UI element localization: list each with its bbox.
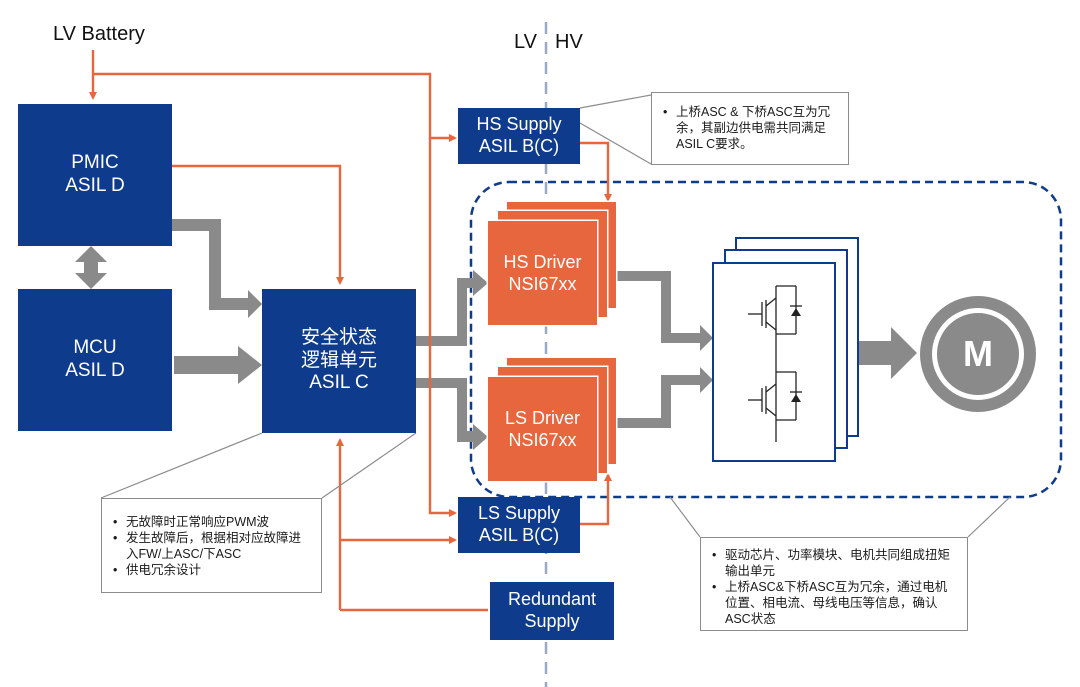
torque-unit-boundary xyxy=(469,180,1063,499)
torque-note-item: 驱动芯片、功率模块、电机共同组成扭矩输出单元 xyxy=(709,547,959,579)
torque-note-item: 上桥ASC&下桥ASC互为冗余，通过电机位置、相电流、母线电压等信息，确认ASC… xyxy=(709,579,959,627)
safe-state-logic-block: 安全状态 逻辑单元 ASIL C xyxy=(262,289,416,433)
safe-state-line1: 安全状态 xyxy=(300,326,377,348)
mcu-asil: ASIL D xyxy=(65,360,125,381)
ls-supply-block: LS Supply ASIL B(C) xyxy=(458,497,580,553)
supply-redundancy-note: 上桥ASC & 下桥ASC互为冗余，其副边供电需共同满足ASIL C要求。 xyxy=(651,92,849,165)
logic-unit-note: 无故障时正常响应PWM波 发生故障后，根据相对应故障进入FW/上ASC/下ASC… xyxy=(101,498,322,593)
logic-note-item: 无故障时正常响应PWM波 xyxy=(110,514,313,530)
ls-driver-block: LS Driver NSI67xx xyxy=(488,377,597,481)
pmic-title: PMIC xyxy=(71,152,119,174)
igbt-half-bridge-icon xyxy=(748,285,802,442)
redundant-supply-block: Redundant Supply xyxy=(490,582,614,640)
ls-driver-part: NSI67xx xyxy=(508,430,577,450)
motor-icon: M xyxy=(920,296,1036,412)
hv-label: HV xyxy=(555,31,583,53)
pmic-asil: ASIL D xyxy=(65,175,125,196)
redundant-supply-line1: Redundant xyxy=(507,589,597,610)
hs-driver-block: HS Driver NSI67xx xyxy=(488,221,597,325)
safe-state-line2: 逻辑单元 xyxy=(300,349,377,371)
hs-supply-asil: ASIL B(C) xyxy=(478,136,560,156)
motor-label: M xyxy=(932,308,1024,400)
ls-driver-title: LS Driver xyxy=(504,407,580,428)
pmic-block: PMIC ASIL D xyxy=(18,104,172,246)
lv-label: LV xyxy=(514,31,537,53)
safe-state-asil: ASIL C xyxy=(309,372,369,394)
ls-supply-title: LS Supply xyxy=(477,503,561,524)
hs-supply-block: HS Supply ASIL B(C) xyxy=(458,108,580,164)
supply-note-item: 上桥ASC & 下桥ASC互为冗余，其副边供电需共同满足ASIL C要求。 xyxy=(660,104,840,152)
torque-unit-note: 驱动芯片、功率模块、电机共同组成扭矩输出单元 上桥ASC&下桥ASC互为冗余，通… xyxy=(700,537,968,631)
mcu-block: MCU ASIL D xyxy=(18,289,172,431)
logic-note-item: 发生故障后，根据相对应故障进入FW/上ASC/下ASC xyxy=(110,530,313,562)
hs-driver-title: HS Driver xyxy=(503,251,582,272)
ls-supply-asil: ASIL B(C) xyxy=(478,525,560,545)
gray-arrows xyxy=(75,219,917,450)
power-module-block xyxy=(712,262,836,462)
hs-driver-part: NSI67xx xyxy=(508,274,577,294)
mcu-title: MCU xyxy=(73,337,117,359)
lv-battery-label: LV Battery xyxy=(53,23,145,45)
logic-note-item: 供电冗余设计 xyxy=(110,562,313,578)
hs-supply-title: HS Supply xyxy=(476,114,562,135)
redundant-supply-line2: Supply xyxy=(524,611,580,631)
